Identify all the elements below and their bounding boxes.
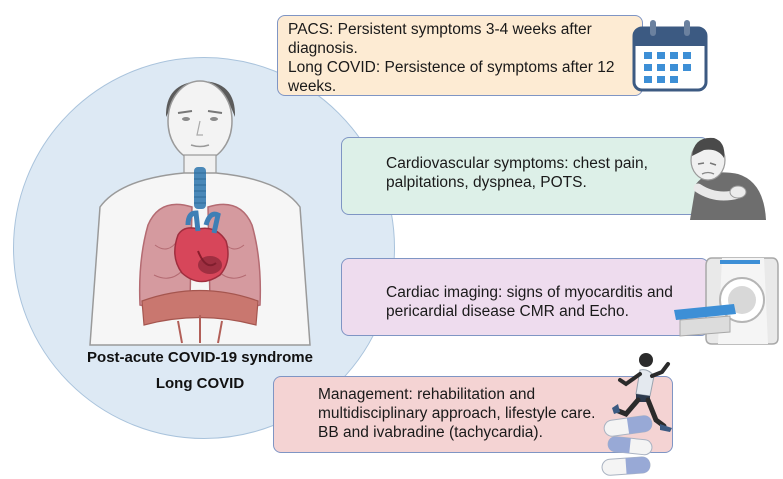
calendar-icon (632, 20, 708, 92)
human-torso-illustration (89, 80, 311, 346)
chest-pain-person-icon (690, 137, 766, 220)
syndrome-label: Post-acute COVID-19 syndrome (87, 349, 313, 366)
runner-icon (612, 353, 672, 432)
medication-text: BB and ivabradine (tachycardia). (318, 424, 543, 441)
imaging-text: Cardiac imaging: signs of myocarditis an… (386, 284, 673, 320)
pacs-definition: PACS: Persistent symptoms 3-4 weeks afte… (288, 21, 592, 57)
cardiovascular-box: Cardiovascular symptoms: chest pain, pal… (341, 137, 709, 215)
pill-capsules-icon (601, 415, 653, 476)
long-covid-label: Long COVID (155, 375, 245, 392)
imaging-box: Cardiac imaging: signs of myocarditis an… (341, 258, 709, 336)
long-covid-definition: Long COVID: Persistence of symptoms afte… (288, 59, 615, 95)
management-box: Management: rehabilitation and multidisc… (273, 376, 673, 453)
mri-scanner-icon (674, 257, 779, 345)
management-text: Management: rehabilitation and multidisc… (318, 386, 596, 422)
cardiovascular-text: Cardiovascular symptoms: chest pain, pal… (386, 155, 648, 191)
definitions-box: PACS: Persistent symptoms 3-4 weeks afte… (277, 15, 643, 96)
